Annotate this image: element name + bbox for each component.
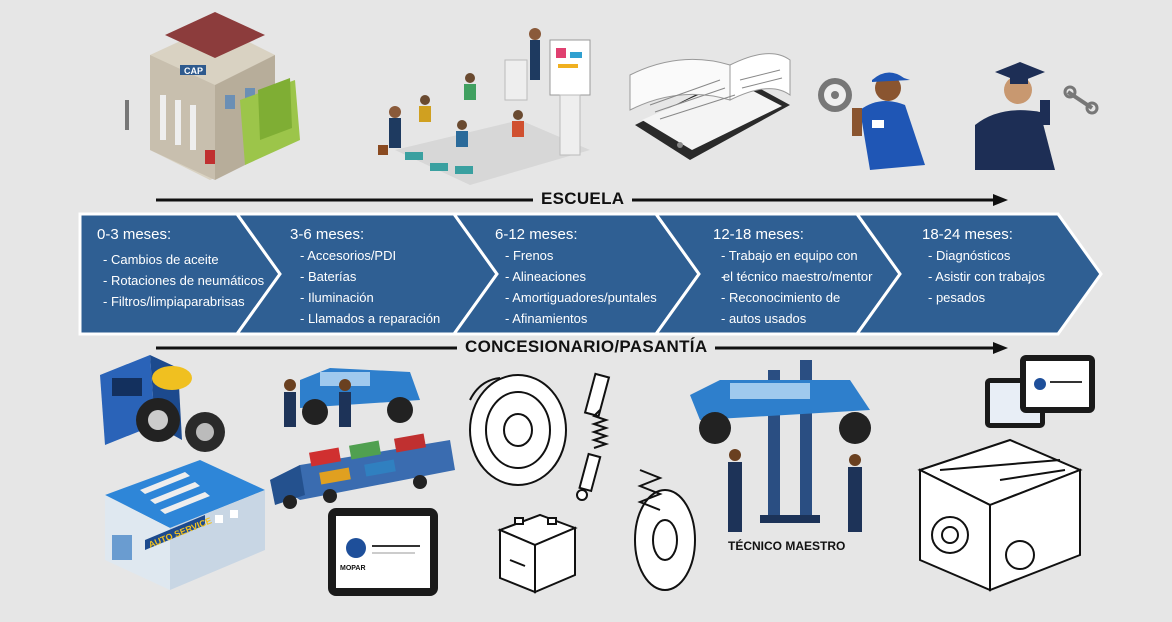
mopar-tablet-icon: MOPAR [328, 508, 438, 596]
stage-4-item-cont-text: el técnico maestro/mentor [722, 269, 873, 284]
school-building-icon: CAP [125, 12, 300, 180]
stage-3-item: Alineaciones [505, 266, 675, 287]
battery-icon [497, 513, 578, 594]
stage-1-item: Rotaciones de neumáticos [103, 270, 267, 291]
technician-icon [818, 72, 925, 170]
stage-3-item: Frenos [505, 245, 675, 266]
stage-2-item: Accesorios/PDI [300, 245, 460, 266]
school-arrowhead-icon [993, 194, 1008, 206]
strut-spring-icon [634, 469, 696, 591]
stage-5-title: 18-24 meses: [922, 226, 1013, 243]
auto-service-building-icon: AUTO SERVICE [105, 460, 265, 590]
stage-5-item-cont: pesados [928, 287, 1092, 308]
school-track-label: ESCUELA [533, 189, 633, 209]
stage-2-item: Iluminación [300, 287, 460, 308]
engine-icon [917, 438, 1083, 592]
stage-1: 0-3 meses: Cambios de aceite Rotaciones … [97, 226, 267, 312]
stage-4: 12-18 meses: Trabajo en equipo con - el … [713, 226, 898, 329]
stage-1-title: 0-3 meses: [97, 226, 172, 243]
diagnostic-tablets-icon [985, 355, 1095, 428]
svg-text:MOPAR: MOPAR [340, 565, 366, 572]
graduate-icon [975, 62, 1099, 170]
stage-4-item: Reconocimiento de [721, 287, 898, 308]
stage-2-item: Baterías [300, 266, 460, 287]
stage-4-item: Trabajo en equipo con [721, 245, 898, 266]
dealer-arrowhead-icon [993, 342, 1008, 354]
school-illustrations: CAP [125, 12, 1099, 185]
stage-2-item: Llamados a reparación [300, 308, 460, 329]
stage-2-title: 3-6 meses: [290, 226, 365, 243]
stage-1-item: Filtros/limpiaparabrisas [103, 291, 267, 312]
master-technician-caption: TÉCNICO MAESTRO [728, 539, 846, 553]
jeep-mechanics-icon [284, 368, 420, 427]
stage-3-title: 6-12 meses: [495, 226, 578, 243]
ebook-tablet-icon [629, 53, 791, 160]
tire-machine-icon [100, 355, 225, 452]
stage-4-title: 12-18 meses: [713, 226, 804, 243]
stage-4-item-cont: autos usados [721, 308, 898, 329]
stage-5-item: Asistir con trabajos [928, 266, 1092, 287]
car-carrier-truck-icon [270, 433, 455, 509]
dealer-track-label: CONCESIONARIO/PASANTÍA [457, 337, 716, 357]
brake-rotor-icon [469, 374, 567, 486]
stage-5-item: Diagnósticos [928, 245, 1092, 266]
stage-3-item: Afinamientos [505, 308, 675, 329]
stage-3-item: Amortiguadores/puntales [505, 287, 675, 308]
svg-text:CAP: CAP [184, 66, 203, 76]
stage-1-item: Cambios de aceite [103, 249, 267, 270]
stage-4-item-cont-text: autos usados [728, 311, 807, 326]
vehicle-lift-icon [690, 360, 871, 532]
shock-absorber-icon [576, 372, 611, 501]
stage-3: 6-12 meses: Frenos Alineaciones Amortigu… [495, 226, 675, 329]
stage-5-item-cont-text: pesados [935, 290, 986, 305]
stage-2: 3-6 meses: Accesorios/PDI Baterías Ilumi… [290, 226, 460, 329]
stage-4-item-cont: - el técnico maestro/mentor [721, 266, 898, 287]
stage-5: 18-24 meses: Diagnósticos Asistir con tr… [922, 226, 1092, 308]
classroom-training-icon [378, 28, 591, 185]
